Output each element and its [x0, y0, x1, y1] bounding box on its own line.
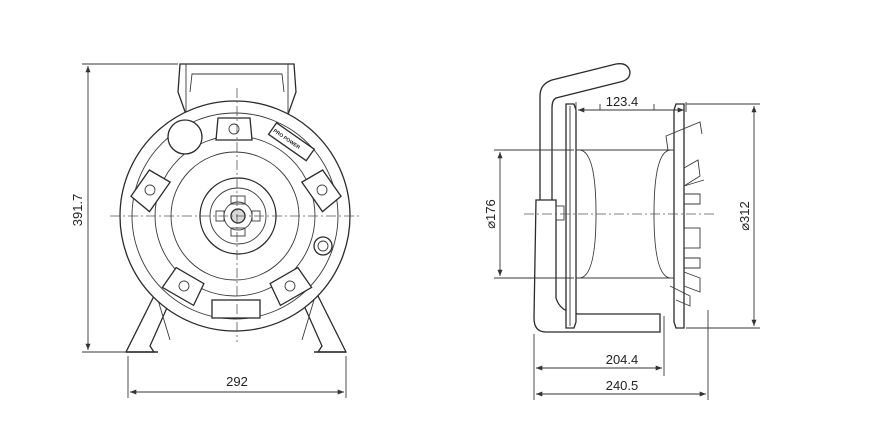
front-view: PRO POWER 292 391.7 [70, 63, 362, 398]
dimension-drum-width: 123.4 [575, 94, 687, 113]
side-sockets [665, 121, 705, 307]
dimension-flange-diameter: ⌀312 [686, 103, 760, 329]
height-label: 391.7 [70, 194, 85, 227]
gland-icon [313, 236, 333, 256]
dimension-width: 292 [127, 356, 347, 398]
socket-outlet-bottom-left [161, 266, 205, 307]
side-flange-left [565, 103, 577, 329]
socket-outlet-bottom-right [269, 266, 313, 307]
socket-outlet-right [300, 169, 342, 213]
socket-outlet-top [215, 117, 253, 141]
knob-icon [167, 119, 203, 155]
flange-diameter-label: ⌀312 [737, 201, 752, 231]
label-plate [211, 299, 261, 319]
dimension-height: 391.7 [70, 63, 178, 353]
drum-width-label: 123.4 [606, 94, 639, 109]
socket-outlet-left [130, 169, 172, 213]
dimension-core-diameter: ⌀176 [483, 149, 574, 279]
side-base [533, 199, 661, 333]
dimension-base-width: 204.4 [533, 316, 665, 400]
side-drum-core [576, 149, 674, 279]
core-diameter-label: ⌀176 [483, 199, 498, 229]
side-flange-right [673, 103, 685, 329]
side-view: 123.4 ⌀176 ⌀312 204.4 240.5 [483, 63, 760, 400]
base-width-label: 204.4 [606, 352, 639, 367]
dimension-overall-width: 240.5 [536, 310, 709, 400]
overall-width-label: 240.5 [606, 378, 639, 393]
width-label: 292 [226, 374, 248, 389]
